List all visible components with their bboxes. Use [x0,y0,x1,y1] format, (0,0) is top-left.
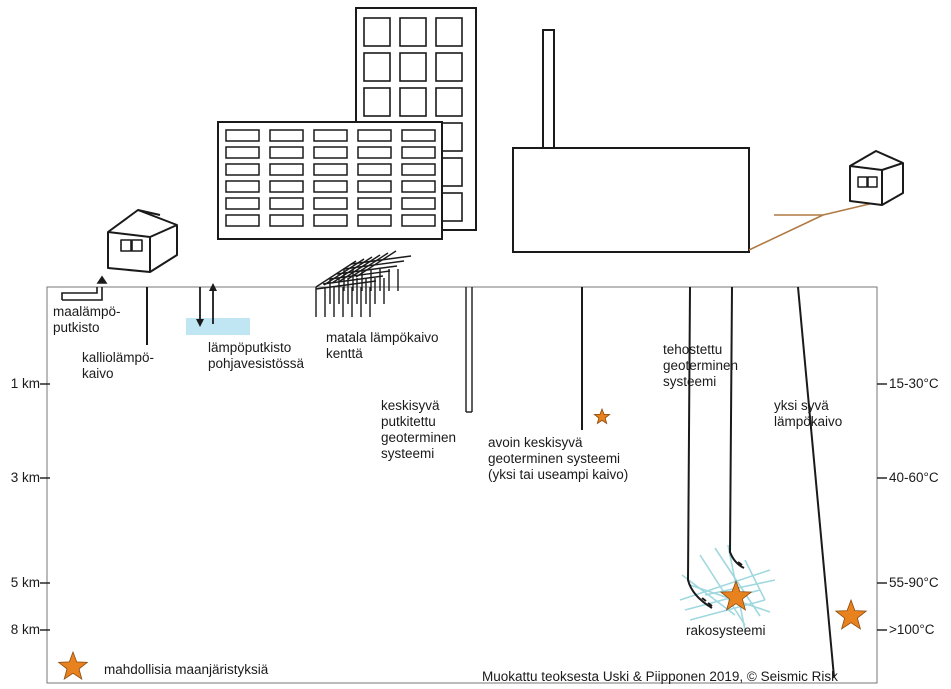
temp-label-1: 15-30°C [889,376,939,391]
temp-label-3: 55-90°C [889,575,939,590]
label-keskisyva-putkitettu: keskisyvä putkitettu geoterminen systeem… [381,398,457,461]
label-avoin-keskisyva: avoin keskisyvä geoterminen systeemi (yk… [488,435,629,482]
fracture-network [679,544,776,631]
credit-text: Muokattu teoksesta Uski & Piipponen 2019… [482,669,838,684]
office-building [217,121,443,240]
ground-loop-pipe [61,275,108,301]
star-deep-well [834,598,868,630]
house-right [849,150,904,206]
medium-depth-piped-well [465,287,473,413]
label-rakosysteemi: rakosysteemi [686,623,766,638]
depth-label-8km: 8 km [10,622,40,637]
label-tehostettu: tehostettu geoterminen systeemi [663,342,739,389]
borehole-field [315,250,412,317]
earthquake-markers [57,407,868,681]
label-syva-kaivo: yksi syvä lämpökaivo [774,398,843,429]
label-pohjavesi: lämpöputkisto pohjavesistössä [208,340,305,371]
temp-label-4: >100°C [889,622,935,637]
factory [512,29,750,253]
district-heat-pipe [748,200,883,251]
groundwater-pipes [186,283,250,335]
deep-heat-well [797,286,835,678]
legend-label: mahdollisia maanjäristyksiä [104,662,269,677]
depth-label-1km: 1 km [10,376,40,391]
temp-label-2: 40-60°C [889,470,939,485]
depth-label-5km: 5 km [10,575,40,590]
ground-section-frame [46,286,878,684]
depth-label-3km: 3 km [10,470,40,485]
temperature-ticks [877,383,887,631]
star-medium-well [593,407,611,425]
egs-well-dashes [701,561,743,607]
label-kalliolampokaivo: kalliolämpö- kaivo [82,350,155,381]
egs-wells [686,286,745,609]
star-legend [57,650,89,681]
depth-ticks [40,383,50,631]
house-left [107,209,178,273]
label-maalampoputkisto: maalämpö- putkisto [53,304,121,335]
star-egs [719,579,753,611]
label-matala-kentta: matala lämpökaivo kenttä [326,330,439,361]
